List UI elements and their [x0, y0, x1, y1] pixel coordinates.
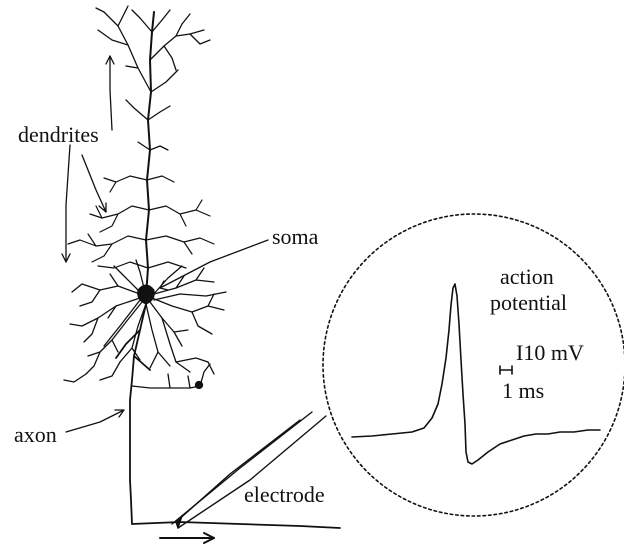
- oblique-dendrites: [68, 176, 214, 268]
- electrode: [172, 412, 326, 528]
- electrode-label: electrode: [244, 484, 325, 506]
- apical-dendrite: [146, 12, 154, 296]
- time-scale-label: 1 ms: [502, 380, 544, 402]
- potential-label: potential: [490, 292, 567, 314]
- propagation-arrow: [160, 533, 214, 543]
- dendrites-label: dendrites: [18, 124, 99, 146]
- voltage-scale-label: I10 mV: [516, 342, 584, 364]
- soma-label: soma: [272, 226, 318, 248]
- neuron: [64, 6, 340, 543]
- basal-dendrites: [64, 260, 226, 382]
- magnifier-circle: [323, 214, 624, 516]
- action-label: action: [500, 266, 554, 288]
- axon-label: axon: [14, 424, 57, 446]
- leader-lines: [62, 56, 268, 432]
- time-scale-bar: [500, 366, 512, 374]
- axon-collateral: [132, 364, 210, 389]
